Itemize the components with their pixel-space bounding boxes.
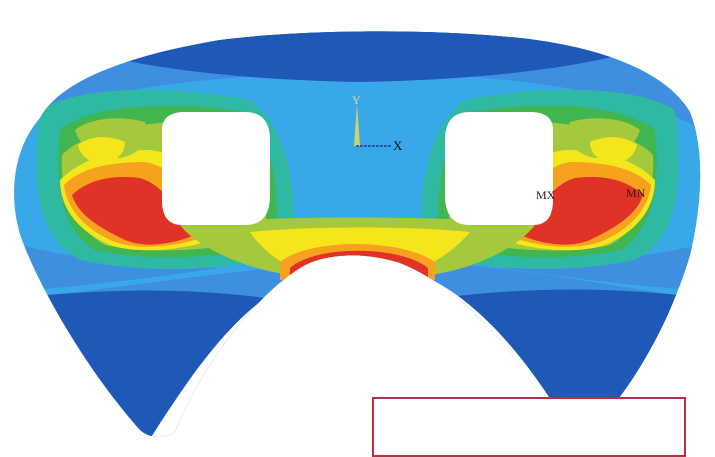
- coordinate-triad: Y X: [352, 93, 403, 153]
- y-axis-label: Y: [352, 93, 361, 107]
- max-stress-marker: MX: [536, 188, 556, 202]
- top-dark-band-2: [200, 31, 560, 60]
- left-hole: [162, 112, 270, 225]
- right-upper-yellow-blob: [590, 137, 637, 163]
- left-leg-mid-band: [20, 245, 220, 290]
- min-stress-marker: MN: [626, 186, 646, 200]
- right-leg-mid-band: [500, 245, 700, 290]
- stress-contour-svg: Y X MX MN: [14, 31, 701, 439]
- inset-frame: [372, 397, 686, 457]
- right-hole: [445, 112, 553, 225]
- contour-plot-canvas: Y X MX MN: [14, 31, 701, 439]
- y-axis-arrow: [354, 104, 360, 146]
- x-axis-label: X: [393, 138, 403, 153]
- left-upper-yellow-blob: [78, 137, 125, 163]
- left-leg-dark-band: [14, 290, 280, 439]
